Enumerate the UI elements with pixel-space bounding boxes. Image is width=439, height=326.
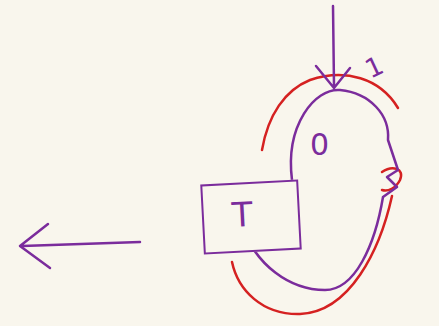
node-text: T (231, 194, 254, 235)
down-arrow (316, 6, 350, 88)
red-outline-top (262, 75, 398, 150)
left-arrow (20, 224, 140, 268)
process-box: T (200, 179, 302, 254)
node-text: 0 (310, 127, 329, 162)
